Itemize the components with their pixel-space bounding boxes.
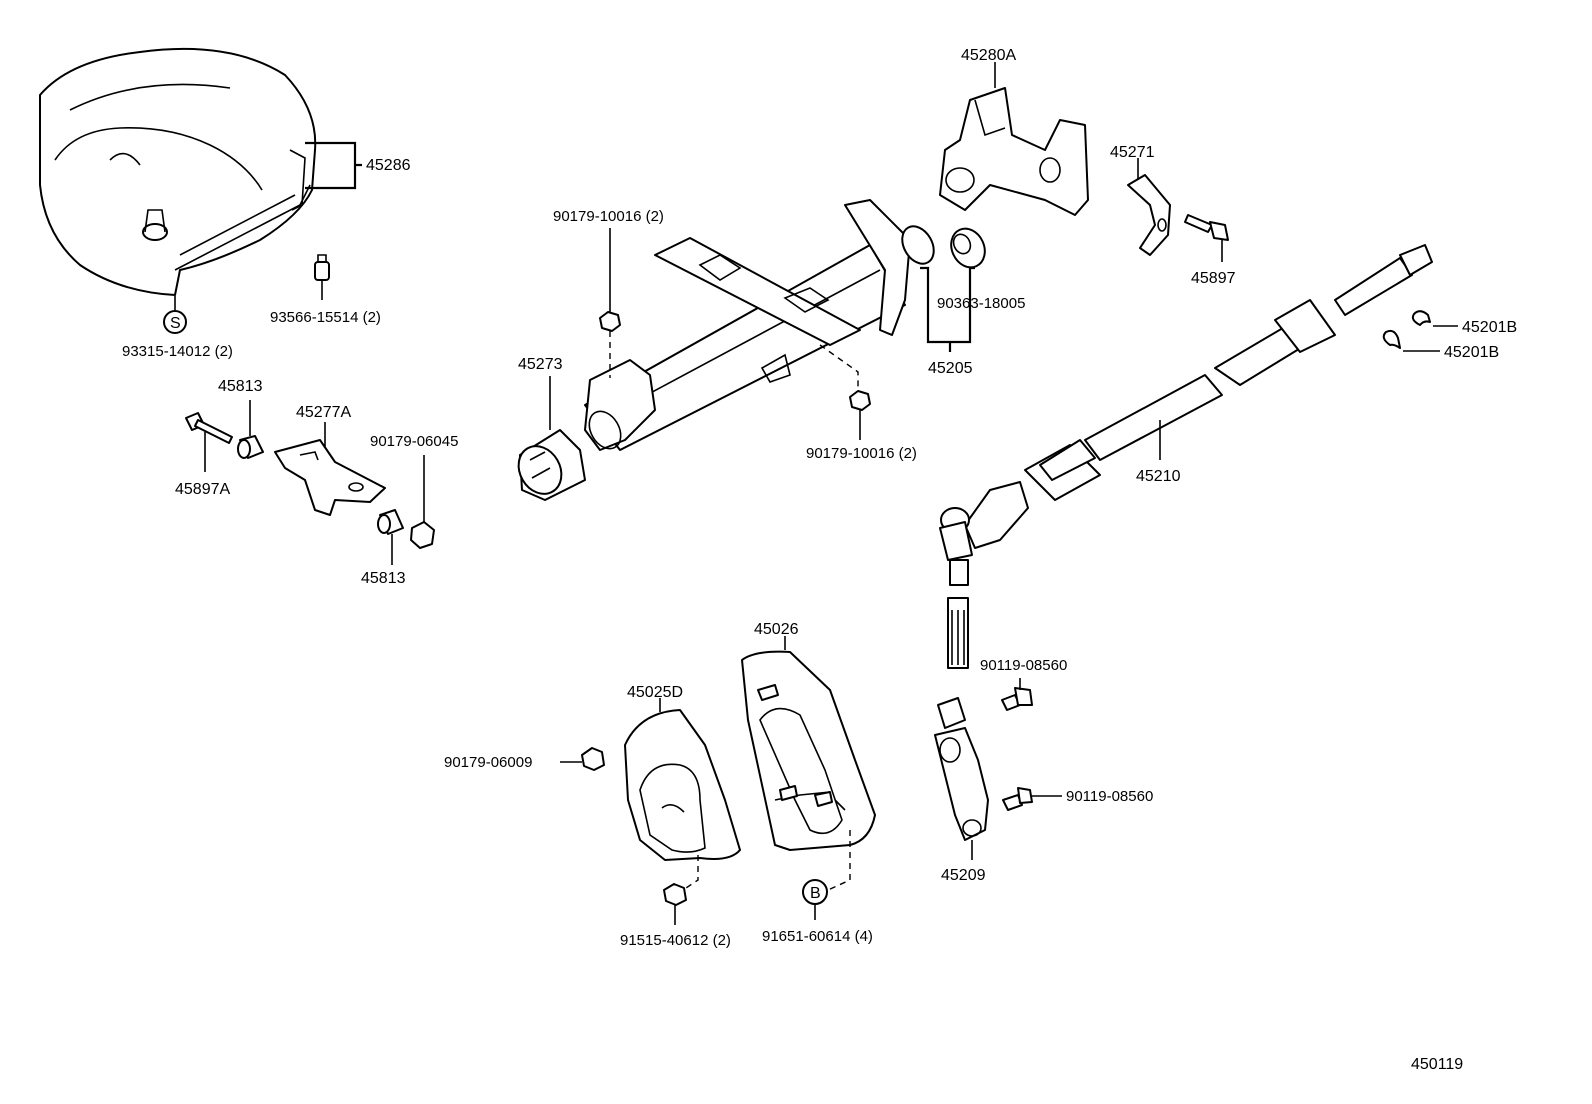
bolt-45897-part[interactable] [1184, 214, 1229, 241]
nut-90179-06009-part[interactable] [581, 747, 605, 771]
label-45897[interactable]: 45897 [1191, 270, 1236, 287]
label-45209[interactable]: 45209 [941, 867, 986, 884]
label-93315[interactable]: 93315-14012 (2) [122, 343, 233, 360]
collar-45813-lower-part[interactable] [377, 509, 404, 535]
symbol-b: B [810, 885, 821, 902]
label-45025D[interactable]: 45025D [627, 684, 683, 701]
housing-45280A-part[interactable] [939, 87, 1089, 216]
boot-45025D-part[interactable] [624, 709, 741, 861]
dashed-line-91515 [685, 855, 699, 889]
label-45201B-a[interactable]: 45201B [1462, 319, 1517, 336]
label-45897A[interactable]: 45897A [175, 481, 230, 498]
clamp-45271-part[interactable] [1127, 174, 1171, 256]
plate-45026-part[interactable] [741, 650, 876, 851]
nut-91515-part[interactable] [663, 883, 687, 906]
symbol-s-circle [163, 310, 187, 334]
leader-45286 [305, 141, 362, 190]
label-91515[interactable]: 91515-40612 (2) [620, 932, 731, 949]
bearing-90363-part[interactable] [945, 223, 991, 273]
label-90363[interactable]: 90363-18005 [937, 295, 1025, 312]
label-90179-10016-a[interactable]: 90179-10016 (2) [553, 208, 664, 225]
shaft-45210-part[interactable] [1024, 244, 1433, 501]
bolt-90119-08560-upper-part[interactable] [1001, 687, 1033, 711]
label-91651[interactable]: 91651-60614 (4) [762, 928, 873, 945]
clip-45201B-upper-part[interactable] [1411, 310, 1431, 326]
column-tube-part[interactable] [583, 199, 940, 454]
nut-90179-10016-lower-part[interactable] [849, 390, 871, 411]
label-45273[interactable]: 45273 [518, 356, 563, 373]
collar-45813-upper-part[interactable] [237, 435, 264, 459]
label-90179-10016-b[interactable]: 90179-10016 (2) [806, 445, 917, 462]
universal-joint-45209-part[interactable] [934, 697, 989, 841]
bracket-45277A-part[interactable] [274, 439, 386, 516]
symbol-s: S [170, 315, 181, 332]
label-45813-b[interactable]: 45813 [361, 570, 406, 587]
nut-90179-06045-part[interactable] [410, 521, 435, 549]
label-45277A[interactable]: 45277A [296, 404, 351, 421]
bolt-45897A-part[interactable] [185, 412, 233, 444]
diagram-id: 450119 [1411, 1056, 1463, 1073]
label-45280A[interactable]: 45280A [961, 47, 1016, 64]
label-90119-08560-b[interactable]: 90119-08560 [1066, 788, 1153, 805]
bolt-90119-08560-lower-part[interactable] [1002, 787, 1033, 811]
universal-joint-upper-part[interactable] [939, 481, 1029, 669]
column-cover-part[interactable] [39, 47, 317, 296]
nut-90179-10016-upper-part[interactable] [599, 311, 621, 332]
dashed-line-lower [819, 344, 859, 391]
label-45286[interactable]: 45286 [366, 157, 411, 174]
label-45210[interactable]: 45210 [1136, 468, 1181, 485]
label-93566[interactable]: 93566-15514 (2) [270, 309, 381, 326]
label-45813-a[interactable]: 45813 [218, 378, 263, 395]
clip-45201B-lower-part[interactable] [1382, 329, 1401, 349]
label-45271[interactable]: 45271 [1110, 144, 1155, 161]
dashed-line-91651 [827, 830, 851, 891]
label-90179-06045[interactable]: 90179-06045 [370, 433, 458, 450]
label-45205[interactable]: 45205 [928, 360, 973, 377]
label-90119-08560-a[interactable]: 90119-08560 [980, 657, 1067, 674]
label-45026[interactable]: 45026 [754, 621, 799, 638]
ring-45273-part[interactable] [510, 429, 586, 502]
label-45201B-b[interactable]: 45201B [1444, 344, 1499, 361]
screw-93566-part[interactable] [314, 254, 330, 281]
label-90179-06009[interactable]: 90179-06009 [444, 754, 532, 771]
